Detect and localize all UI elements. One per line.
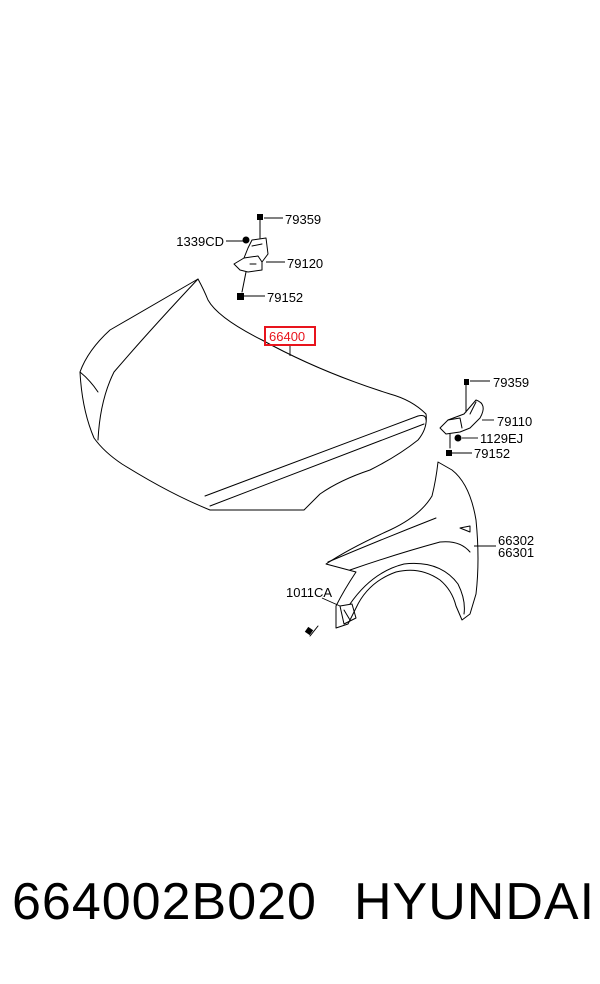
label-66301: 66301 <box>498 545 534 560</box>
hood-hinge-right <box>439 379 484 456</box>
leader-lines <box>226 217 496 607</box>
caption: 664002B020 HYUNDAI <box>0 872 600 952</box>
brand-name: HYUNDAI <box>354 873 596 931</box>
front-fender <box>325 461 479 629</box>
part-number: 664002B020 <box>12 873 317 931</box>
label-1339cd: 1339CD <box>176 234 224 249</box>
label-66302: 66302 <box>498 533 534 548</box>
label-79120: 79120 <box>287 256 323 271</box>
label-1011ca: 1011CA <box>286 585 332 600</box>
hood-hinge-left <box>233 214 269 300</box>
label-79359-right: 79359 <box>493 375 529 390</box>
label-1129ej: 1129EJ <box>480 431 523 446</box>
highlight-box-66400 <box>264 326 316 346</box>
label-79152-right: 79152 <box>474 446 510 461</box>
label-79152-upper: 79152 <box>267 290 303 305</box>
label-79359-upper: 79359 <box>285 212 321 227</box>
label-79110: 79110 <box>497 414 532 429</box>
fender-bolt <box>304 625 319 637</box>
label-66400[interactable]: 66400 <box>269 329 305 344</box>
hood-panel <box>79 278 427 511</box>
parts-diagram: 79359 1339CD 79120 79152 66400 79359 791… <box>79 212 534 637</box>
